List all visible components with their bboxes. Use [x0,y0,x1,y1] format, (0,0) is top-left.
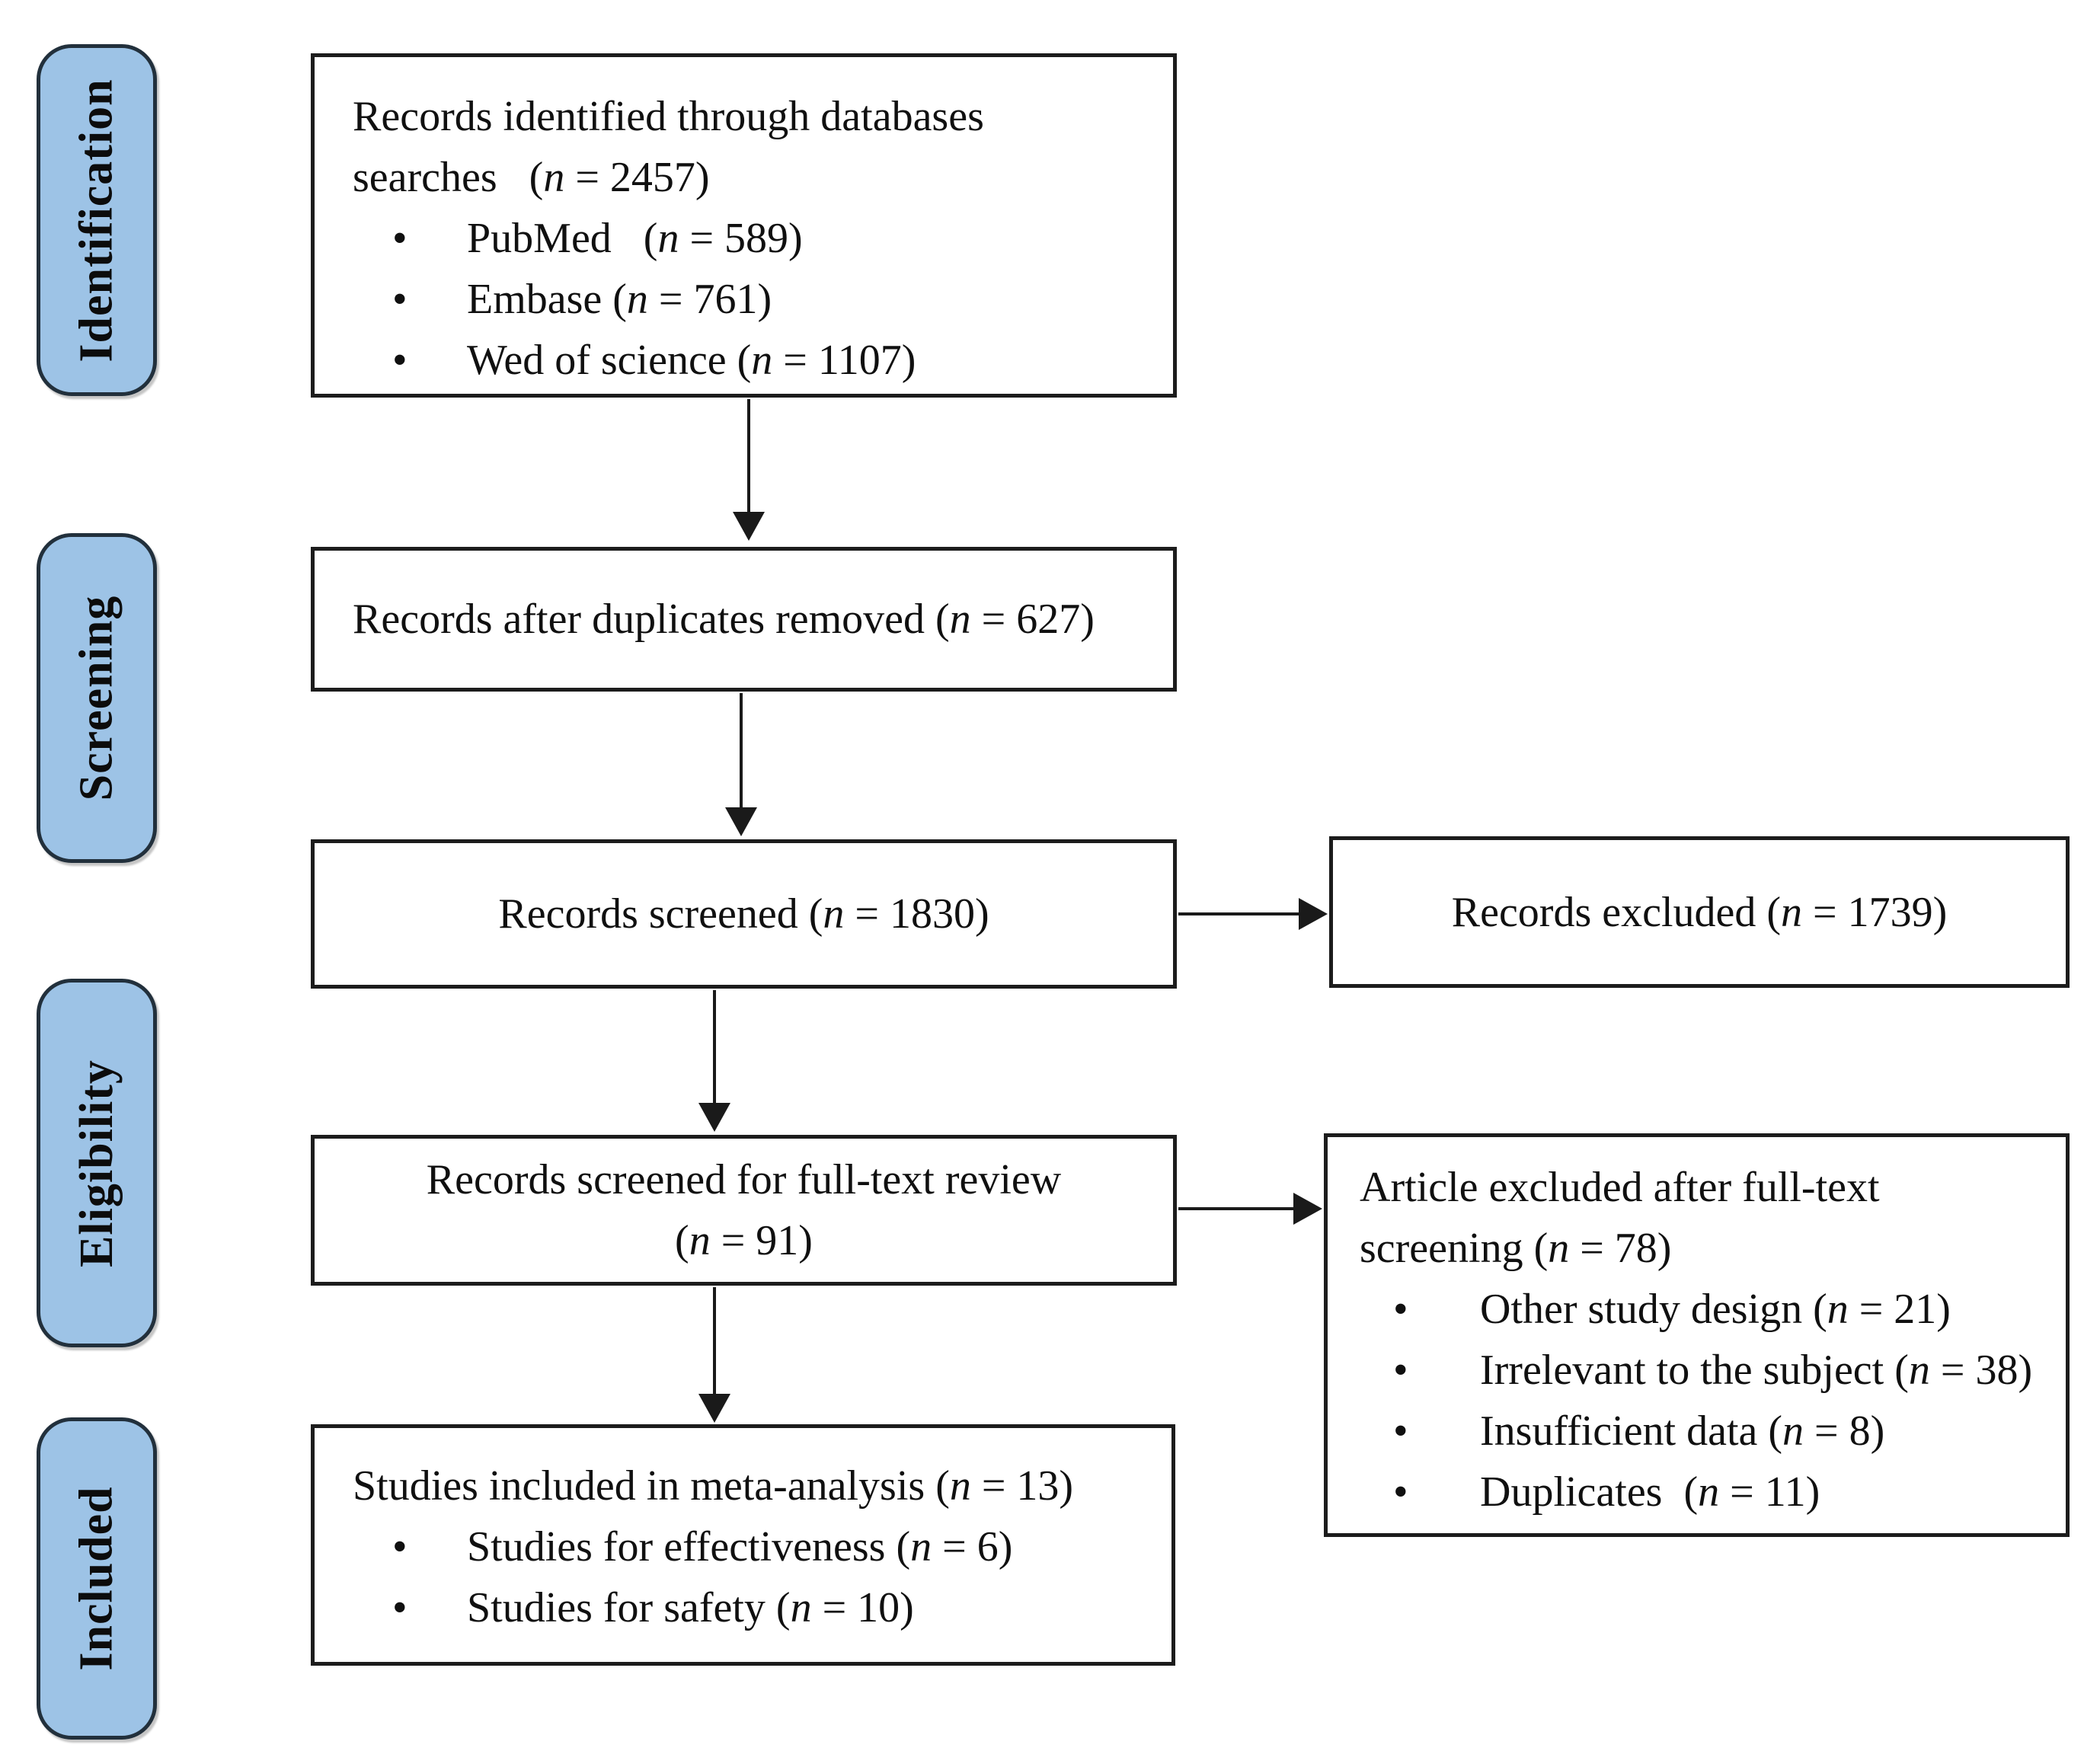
arrow-fulltext-to-articles-excluded-head-icon [1293,1193,1322,1225]
stage-label-screening: Screening [37,533,157,863]
arrow-screened-to-excluded-head-icon [1299,898,1328,930]
arrow-duplicates-to-screened-line [740,693,743,809]
arrow-screened-to-fulltext-line [713,990,716,1104]
flow-box-records-excluded: Records excluded (n = 1739) [1329,836,2070,988]
stage-label-included-text: Included [70,1486,123,1671]
list-item-insufficient-data: Insufficient data (n = 8) [1360,1401,2047,1462]
studies-included-title: Studies included in meta-analysis (n = 1… [353,1462,1074,1510]
full-text-review-line-1: Records screened for full-text review [426,1156,1062,1203]
list-item-effectiveness: Studies for effectiveness (n = 6) [353,1516,1149,1577]
records-excluded-text: Records excluded (n = 1739) [1451,888,1948,936]
list-item-other-study-design: Other study design (n = 21) [1360,1279,2047,1340]
records-identified-title-line-1: Records identified through databases [353,93,984,140]
list-item-duplicates: Duplicates (n = 11) [1360,1462,2047,1523]
stage-label-included: Included [37,1417,157,1740]
flow-box-studies-included: Studies included in meta-analysis (n = 1… [311,1424,1175,1666]
full-text-review-line-2: (n = 91) [675,1217,813,1264]
arrow-fulltext-to-articles-excluded-line [1178,1207,1296,1210]
list-item-pubmed: PubMed (n = 589) [353,208,1150,269]
duplicates-removed-text: Records after duplicates removed (n = 62… [353,596,1095,643]
records-identified-source-list: PubMed (n = 589) Embase (n = 761) Wed of… [353,208,1150,391]
records-screened-text: Records screened (n = 1830) [498,890,989,938]
flow-box-records-screened: Records screened (n = 1830) [311,839,1177,989]
arrow-identified-to-duplicates-head-icon [733,512,765,541]
list-item-web-of-science: Wed of science (n = 1107) [353,330,1150,391]
arrow-fulltext-to-included-line [713,1287,716,1395]
articles-excluded-title-line-1: Article excluded after full-text [1360,1164,1880,1211]
stage-label-screening-text: Screening [70,595,123,801]
arrow-screened-to-excluded-line [1178,912,1302,915]
flow-box-articles-excluded: Article excluded after full-text screeni… [1324,1133,2070,1537]
stage-label-eligibility: Eligibility [37,979,157,1347]
arrow-fulltext-to-included-head-icon [698,1394,730,1423]
list-item-embase: Embase (n = 761) [353,269,1150,330]
articles-excluded-title-line-2: screening (n = 78) [1360,1225,1672,1272]
records-identified-title-line-2: searches (n = 2457) [353,154,710,201]
stage-label-eligibility-text: Eligibility [70,1059,123,1267]
list-item-safety: Studies for safety (n = 10) [353,1577,1149,1638]
list-item-irrelevant: Irrelevant to the subject (n = 38) [1360,1340,2047,1401]
arrow-identified-to-duplicates-line [747,399,750,513]
flow-box-duplicates-removed: Records after duplicates removed (n = 62… [311,547,1177,692]
arrow-duplicates-to-screened-head-icon [725,807,757,836]
stage-label-identification-text: Identification [70,78,123,363]
flow-box-records-identified: Records identified through databases sea… [311,53,1177,398]
studies-included-list: Studies for effectiveness (n = 6) Studie… [353,1516,1149,1638]
arrow-screened-to-fulltext-head-icon [698,1103,730,1132]
stage-label-identification: Identification [37,44,157,396]
flow-box-full-text-review: Records screened for full-text review (n… [311,1135,1177,1286]
articles-excluded-reason-list: Other study design (n = 21) Irrelevant t… [1360,1279,2047,1523]
